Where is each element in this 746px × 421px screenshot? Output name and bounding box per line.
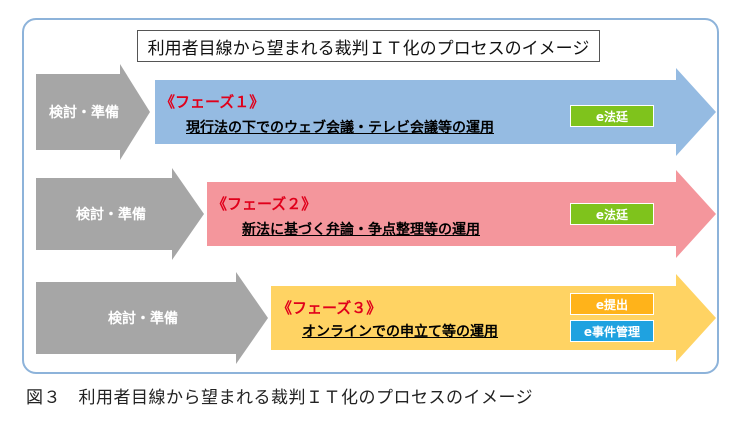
prep-arrow-2 <box>36 168 204 260</box>
prep-label-2: 検討・準備 <box>76 207 146 223</box>
phase-1-description: 現行法の下でのウェブ会議・テレビ会議等の運用 <box>186 120 494 136</box>
phase-3-description: オンラインでの申立て等の運用 <box>302 324 498 340</box>
phase-1-label: 《フェーズ１》 <box>160 93 265 111</box>
phase-2-description: 新法に基づく弁論・争点整理等の運用 <box>242 222 480 238</box>
prep-arrow-1 <box>36 64 150 160</box>
phase-3-badge-e-case-management: e事件管理 <box>570 320 654 342</box>
phase-arrow-1 <box>155 68 716 156</box>
diagram-title: 利用者目線から望まれる裁判ＩＴ化のプロセスのイメージ <box>137 30 600 62</box>
prep-arrow-3 <box>36 272 268 364</box>
phase-arrow-3 <box>271 274 716 362</box>
phase-arrow-2 <box>207 170 716 258</box>
prep-label-3: 検討・準備 <box>108 311 178 327</box>
phase-2-label: 《フェーズ２》 <box>212 195 317 213</box>
phase-3-badge-e-filing: e提出 <box>570 293 654 315</box>
phase-1-badge-e-court: e法廷 <box>570 105 654 127</box>
phase-2-badge-e-court: e法廷 <box>570 203 654 225</box>
phase-3-label: 《フェーズ３》 <box>277 299 382 317</box>
prep-label-1: 検討・準備 <box>49 105 119 121</box>
figure-caption: 図３ 利用者目線から望まれる裁判ＩＴ化のプロセスのイメージ <box>26 388 534 408</box>
